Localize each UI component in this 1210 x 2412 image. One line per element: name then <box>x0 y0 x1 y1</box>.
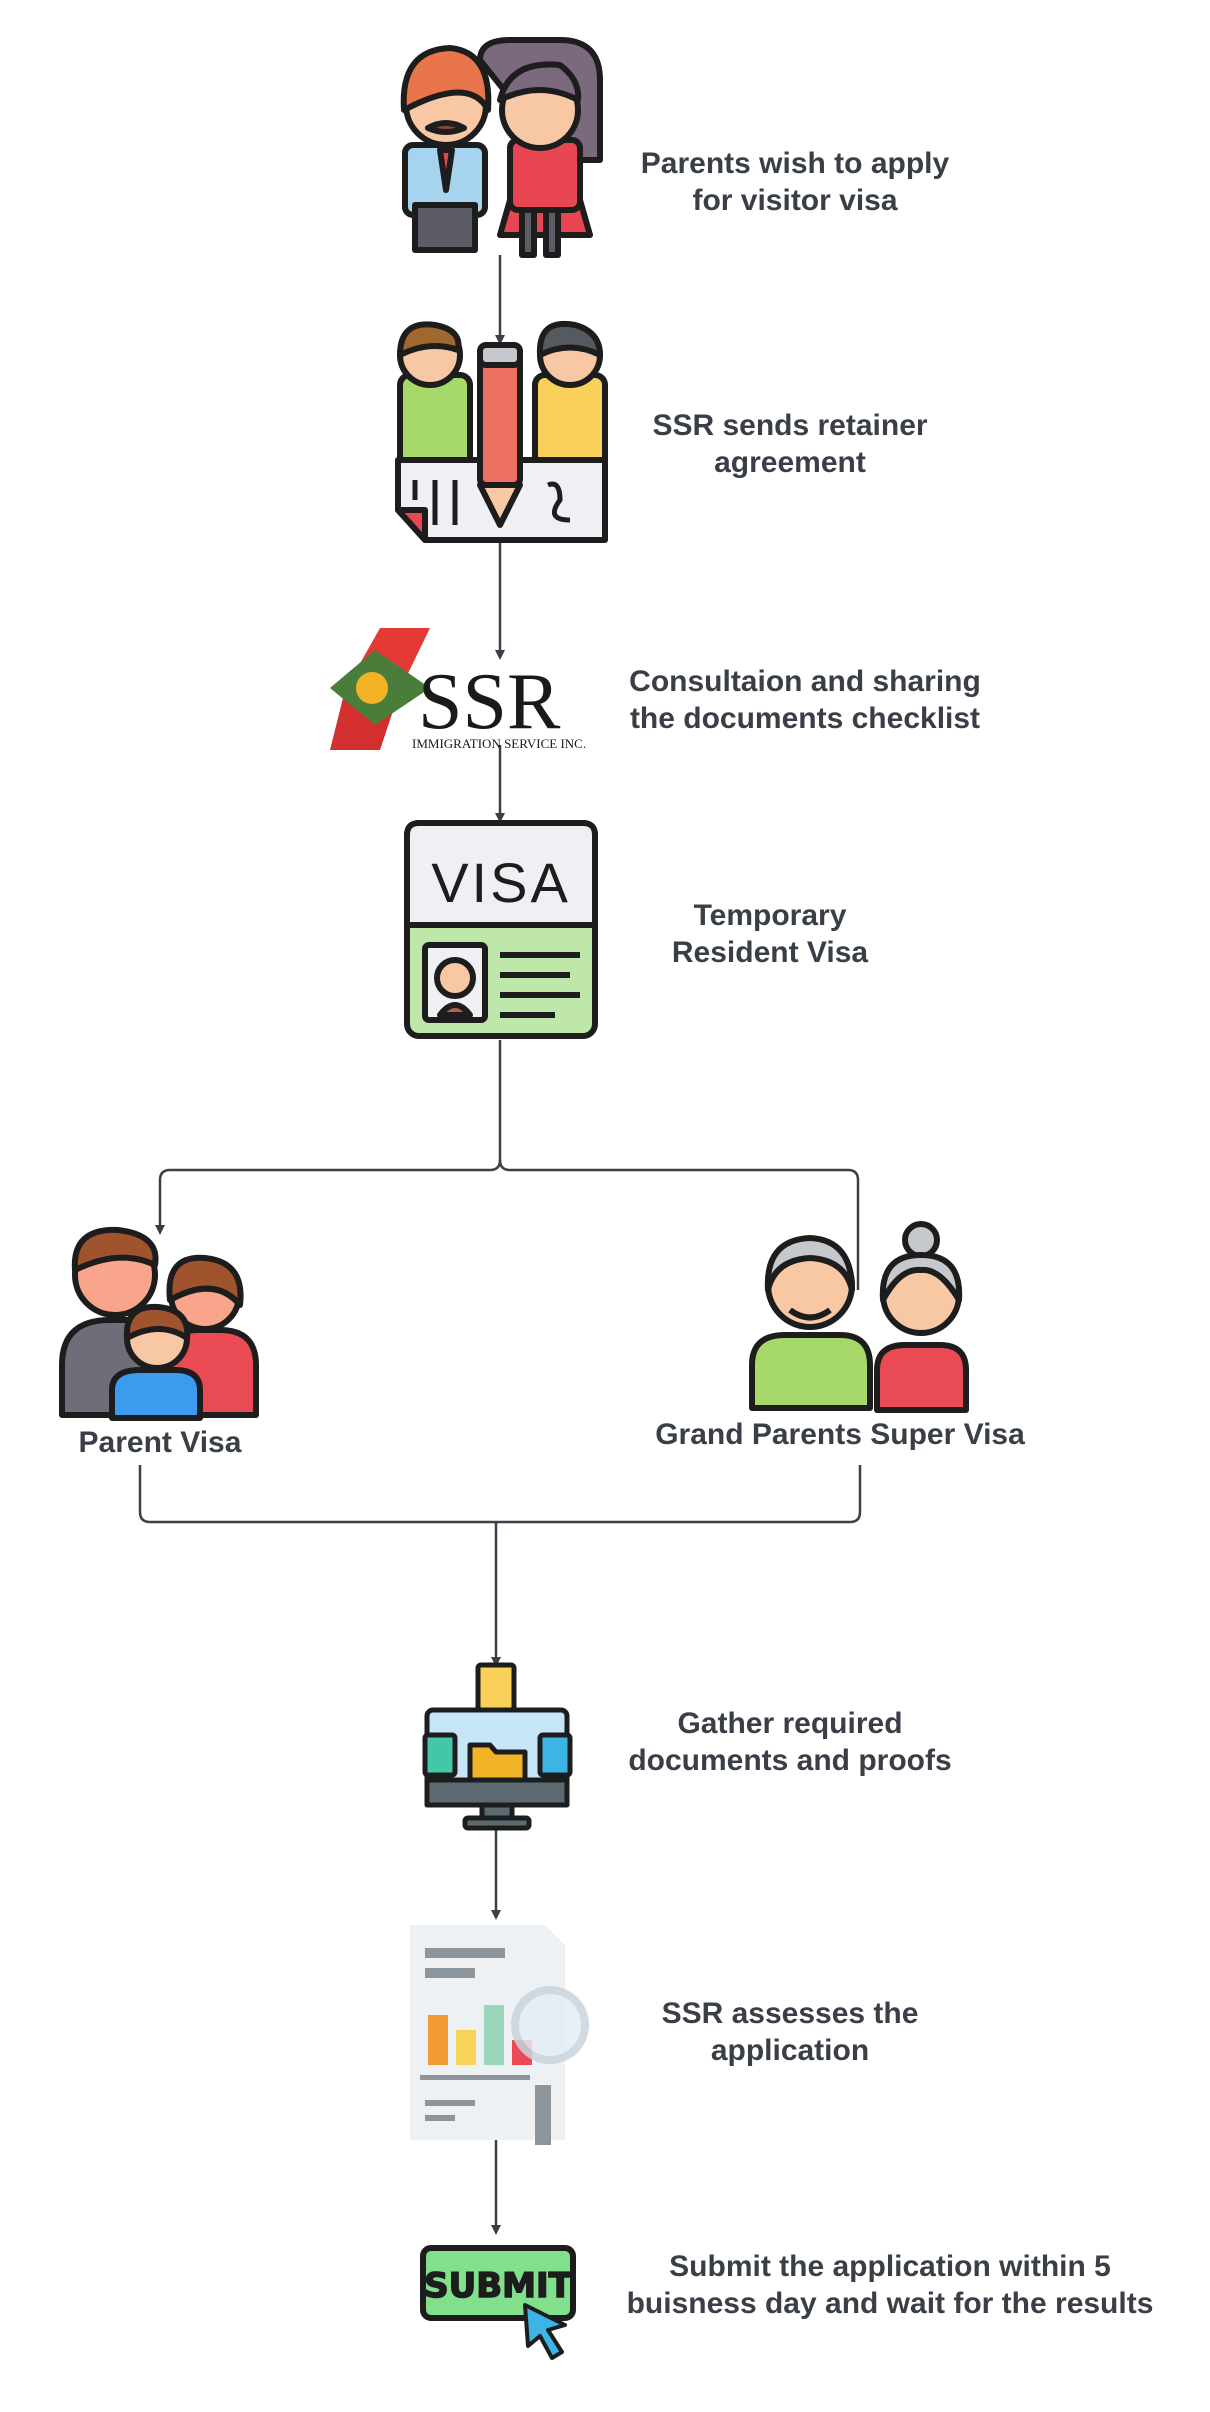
connector-split-right <box>498 1159 860 1290</box>
visa-card-text: VISA <box>431 851 571 914</box>
submit-button-text: SUBMIT <box>424 2266 572 2306</box>
documents-computer-icon <box>422 1662 573 1831</box>
step-consultation-label: Consultaion and sharing the documents ch… <box>629 665 981 735</box>
report-magnifier-icon <box>410 1925 589 2145</box>
connectors <box>138 255 862 2235</box>
logo-subtitle: IMMIGRATION SERVICE INC. <box>412 736 586 751</box>
ssr-logo: SSR IMMIGRATION SERVICE INC. <box>330 628 586 751</box>
step-gather-label: Gather required documents and proofs <box>628 1707 952 1777</box>
step-trv-label: Temporary Resident Visa <box>671 899 869 969</box>
logo-brand: SSR <box>418 658 561 746</box>
step-submit-label: Submit the application within 5 buisness… <box>626 2250 1154 2320</box>
step-parents-apply-label: Parents wish to apply for visitor visa <box>640 147 950 217</box>
connector-split <box>155 1040 502 1235</box>
step-retainer-label: SSR sends retainer agreement <box>652 409 928 479</box>
family-icon <box>59 1226 259 1421</box>
step-assess-label: SSR assesses the application <box>661 1997 919 2067</box>
grandparents-icon <box>749 1221 969 1413</box>
connector-merge <box>138 1465 862 1524</box>
visa-card-icon: VISA <box>404 820 598 1039</box>
step-parent-visa-label: Parent Visa <box>78 1426 242 1459</box>
step-super-visa-label: Grand Parents Super Visa <box>655 1418 1025 1451</box>
agreement-signing-icon <box>395 320 608 543</box>
parents-couple-icon <box>400 37 603 258</box>
submit-button-icon: SUBMIT <box>420 2245 576 2360</box>
